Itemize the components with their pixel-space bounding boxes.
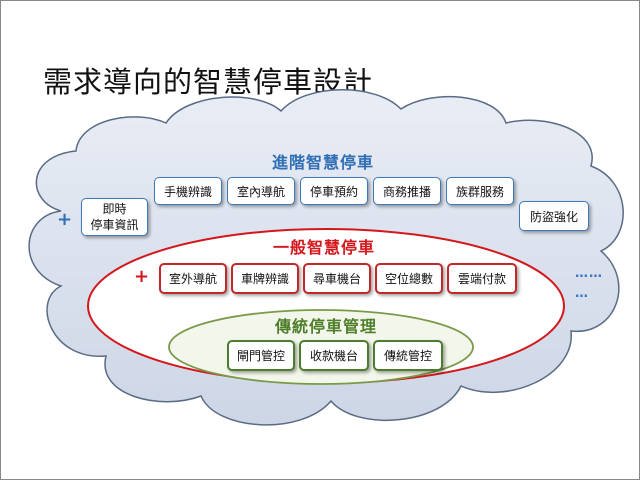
advanced-heading: 進階智慧停車: [272, 153, 375, 172]
advanced-item-business-push: 商務推播: [373, 177, 441, 205]
general-item-cloud-payment: 雲端付款: [447, 263, 517, 294]
general-plus-sign: +: [134, 266, 150, 287]
general-item-plate-id: 車牌辨識: [231, 263, 299, 294]
advanced-plus-sign: +: [57, 209, 73, 230]
general-heading: 一般智慧停車: [273, 238, 376, 257]
general-item-outdoor-nav: 室外導航: [159, 263, 227, 294]
more-dots: ……: [575, 266, 603, 281]
more-dots-2: …: [575, 286, 589, 301]
traditional-item-payment-machine: 收款機台: [299, 340, 369, 371]
traditional-item-gate-control: 閘門管控: [227, 340, 295, 371]
general-item-vacancy-count: 空位總數: [375, 263, 443, 294]
traditional-heading: 傳統停車管理: [275, 317, 378, 336]
advanced-item-realtime-info: 即時 停車資訊: [81, 198, 148, 236]
advanced-item-phone-id: 手機辨識: [154, 177, 222, 205]
traditional-item-traditional-control: 傳統管控: [373, 340, 443, 371]
advanced-item-label: 即時: [102, 202, 127, 216]
advanced-item-indoor-nav: 室內導航: [227, 177, 295, 205]
advanced-item-antitheft: 防盜強化: [519, 201, 589, 231]
advanced-item-group-service: 族群服務: [446, 177, 514, 205]
advanced-item-parking-reservation: 停車預約: [300, 177, 368, 205]
general-item-car-finder: 尋車機台: [303, 263, 371, 294]
advanced-item-label: 停車資訊: [90, 218, 139, 232]
